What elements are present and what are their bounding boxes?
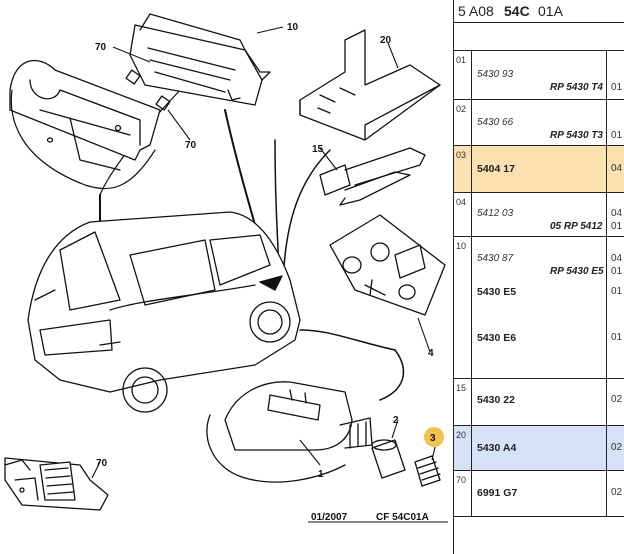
- callout-70-mid[interactable]: 70: [185, 140, 197, 151]
- part-ref: 5404 17: [477, 163, 515, 175]
- part-row-15[interactable]: 15 5430 22 02: [454, 379, 624, 426]
- part-qty: 04: [611, 253, 623, 264]
- part-desc: RP 5430 T3: [550, 130, 603, 141]
- part-desc: 05 RP 5412: [550, 221, 603, 232]
- part-ref: 6991 G7: [477, 487, 518, 499]
- part-ref: 5430 93: [477, 69, 514, 80]
- part-ref: 5430 87: [477, 253, 514, 264]
- callout-highlight-3: [424, 427, 444, 447]
- ref-suffix: 01A: [538, 3, 563, 19]
- part-qty-4: 01: [611, 332, 623, 343]
- callout-15[interactable]: 15: [312, 144, 324, 155]
- part-index: 10: [454, 237, 472, 378]
- part-index: 04: [454, 193, 472, 236]
- part-row-20[interactable]: 20 5430 A4 02: [454, 426, 624, 471]
- callout-10[interactable]: 10: [287, 22, 299, 33]
- callout-70-top[interactable]: 70: [95, 42, 107, 53]
- part-qty: 02: [611, 442, 623, 453]
- part-qty: 02: [611, 394, 623, 405]
- panel-subheader: [454, 22, 624, 51]
- ref-prefix: 5 A08: [458, 3, 494, 19]
- part-qty: 02: [611, 487, 623, 498]
- callout-20[interactable]: 20: [380, 35, 392, 46]
- part-qty-3: 01: [611, 286, 623, 297]
- part-qty: 01: [611, 130, 623, 141]
- part-index: 15: [454, 379, 472, 425]
- part-index: 70: [454, 471, 472, 516]
- callout-3[interactable]: 3: [430, 433, 436, 444]
- part-qty-2: 01: [611, 221, 623, 232]
- part-ref: 5412 03: [477, 208, 514, 219]
- figure-code: CF 54C01A: [376, 512, 429, 523]
- part-qty: 01: [611, 82, 623, 93]
- ref-group: 54C: [504, 3, 530, 19]
- part-desc: RP 5430 T4: [550, 82, 603, 93]
- part-row-03[interactable]: 03 5404 17 04: [454, 146, 624, 193]
- callout-1[interactable]: 1: [318, 469, 324, 480]
- parts-diagram: 70 10 20 70 15 4 2 3 1 70 01/2007 CF 54C…: [4, 13, 448, 523]
- parts-panel: 5 A08 54C 01A 01 5430 93 RP 5430 T4 01 0…: [453, 0, 624, 554]
- part-qty: 04: [611, 208, 623, 219]
- part-ref-2: 5430 E5: [477, 286, 517, 298]
- part-row-70[interactable]: 70 6991 G7 02: [454, 471, 624, 517]
- part-qty: 04: [611, 163, 623, 174]
- part-row-10[interactable]: 10 5430 87 RP 5430 E5 5430 E5 5430 E6 04…: [454, 237, 624, 379]
- part-row-04[interactable]: 04 5412 03 05 RP 5412 04 01: [454, 193, 624, 237]
- callout-2[interactable]: 2: [393, 415, 399, 426]
- date-stamp: 01/2007: [311, 512, 348, 523]
- part-index: 02: [454, 100, 472, 145]
- part-index: 03: [454, 146, 472, 192]
- callout-70-bottom[interactable]: 70: [96, 458, 108, 469]
- part-qty-2: 01: [611, 266, 623, 277]
- part-desc: RP 5430 E5: [550, 266, 604, 277]
- part-ref: 5430 66: [477, 117, 514, 128]
- callout-4[interactable]: 4: [428, 348, 434, 359]
- part-ref: 5430 22: [477, 394, 515, 406]
- part-ref: 5430 A4: [477, 442, 517, 454]
- part-row-02[interactable]: 02 5430 66 RP 5430 T3 01: [454, 100, 624, 146]
- part-index: 01: [454, 51, 472, 99]
- panel-header: 5 A08 54C 01A: [454, 0, 624, 23]
- part-ref-3: 5430 E6: [477, 332, 517, 344]
- part-index: 20: [454, 426, 472, 470]
- part-row-01[interactable]: 01 5430 93 RP 5430 T4 01: [454, 51, 624, 100]
